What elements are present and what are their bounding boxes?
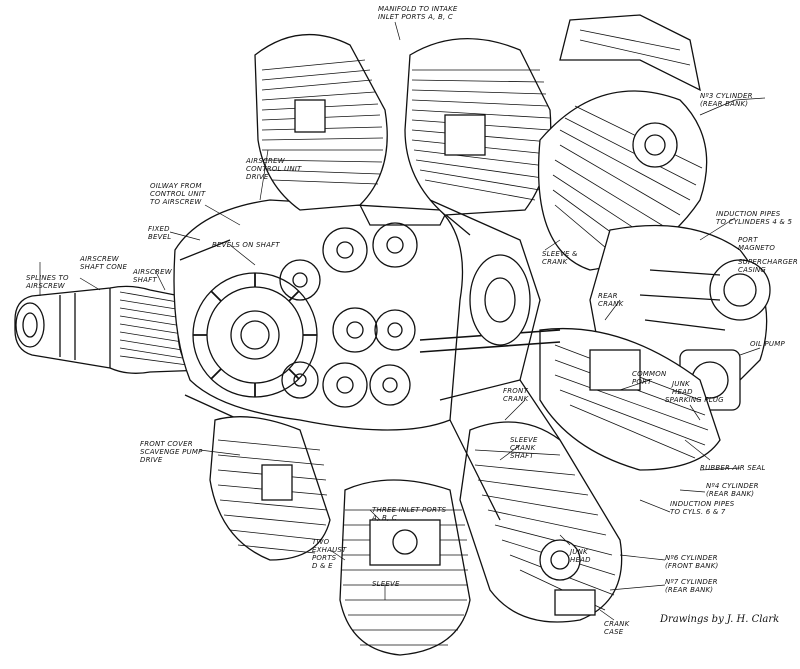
label-no6-cylinder: Nº6 CYLINDER (FRONT BANK) [665, 554, 719, 570]
label-oilway: OILWAY FROM CONTROL UNIT TO AIRSCREW [150, 182, 206, 206]
bottom-cylinder-drawing [339, 479, 471, 656]
label-rear-crank: REAR CRANK [598, 292, 624, 308]
label-supercharger: SUPERCHARGER CASING [738, 258, 798, 274]
label-rubber-seal: RUBBER AIR SEAL [700, 464, 766, 472]
label-fixed-bevel: FIXED BEVEL [148, 225, 172, 241]
label-crank-case: CRANK CASE [604, 620, 630, 636]
top-cylinders-drawing [254, 34, 552, 226]
drawing-credit: Drawings by J. H. Clark [660, 614, 780, 625]
leader-lines [39, 21, 766, 621]
label-induction-pipes: INDUCTION PIPES TO CYLINDERS 4 & 5 [716, 210, 793, 226]
label-junk-head-2: JUNK HEAD [570, 548, 591, 564]
label-sleeve-crank: SLEEVE & CRANK [542, 250, 578, 266]
label-oil-pump: OIL PUMP [750, 340, 785, 348]
label-sparking-plug: SPARKING PLUG [665, 396, 724, 404]
label-no3-cylinder: Nº3 CYLINDER (REAR BANK) [700, 92, 753, 108]
label-two-exhaust: TWO EXHAUST PORTS D & E [312, 538, 347, 570]
label-manifold: MANIFOLD TO INTAKE INLET PORTS A, B, C [378, 5, 458, 21]
label-sleeve: SLEEVE [372, 580, 400, 588]
lower-right-cylinder-drawing [539, 327, 721, 471]
lower-left-cylinder-drawing [209, 416, 331, 561]
label-splines: SPLINES TO AIRSCREW [26, 274, 69, 290]
label-airscrew-shaft-cone: AIRSCREW SHAFT CONE [80, 255, 128, 271]
label-front-crank: FRONT CRANK [503, 387, 529, 403]
label-induction-cyls: INDUCTION PIPES TO CYLS. 6 & 7 [670, 500, 735, 516]
label-airscrew-control: AIRSCREW CONTROL UNIT DRIVE [246, 157, 302, 181]
gear-casing-drawing [173, 199, 471, 431]
right-upper-cylinder-drawing [537, 14, 708, 271]
label-three-inlet: THREE INLET PORTS A, B, C [372, 506, 447, 522]
label-port-magneto: PORT MAGNETO [738, 236, 776, 252]
label-junk-head-1: JUNK HEAD [672, 380, 693, 396]
label-sleeve-crank-shaft: SLEEVE CRANK SHAFT [510, 436, 538, 460]
label-no4-cylinder: Nº4 CYLINDER (REAR BANK) [706, 482, 759, 498]
label-airscrew-shaft: AIRSCREW SHAFT [133, 268, 172, 284]
label-front-cover: FRONT COVER SCAVENGE PUMP DRIVE [140, 440, 203, 464]
label-bevels-on-shaft: BEVELS ON SHAFT [212, 241, 280, 249]
bottom-right-cylinder-drawing [439, 379, 623, 623]
crankshaft-drawing [419, 199, 561, 381]
label-common-port: COMMON PORT [632, 370, 667, 386]
label-no7-cylinder: Nº7 CYLINDER (REAR BANK) [665, 578, 718, 594]
